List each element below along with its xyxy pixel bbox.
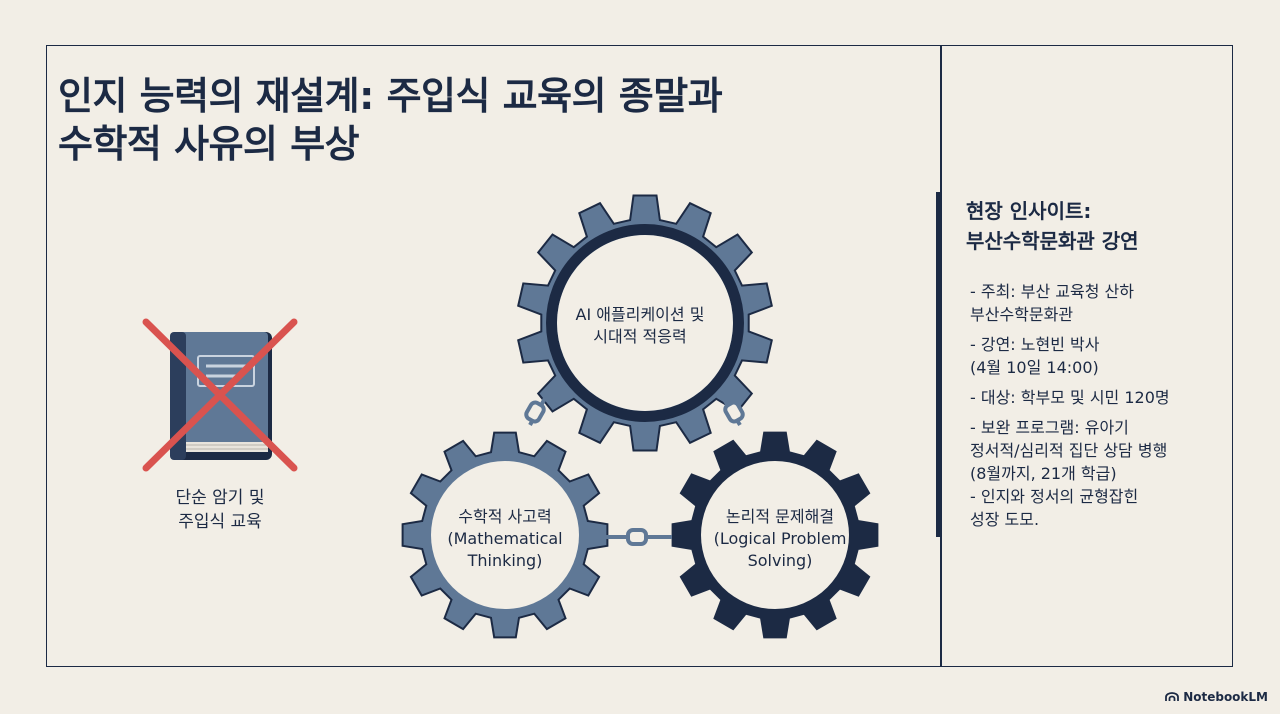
- list-item-line: (8월까지, 21개 학급): [970, 464, 1117, 483]
- gear-top-label-line-2: 시대적 적응력: [593, 327, 687, 346]
- sidebar-heading-line-1: 현장 인사이트:: [966, 199, 1092, 223]
- gear-right-label-line-2: (Logical Problem: [713, 529, 847, 548]
- list-item: - 보완 프로그램: 유아기 정서적/심리적 집단 상담 병행 (8월까지, 2…: [970, 416, 1220, 485]
- list-item-line: 성장 도모.: [970, 510, 1040, 529]
- sidebar-accent-bar: [936, 192, 942, 537]
- gear-right-center: [701, 461, 849, 609]
- sidebar-heading-line-2: 부산수학문화관 강연: [966, 229, 1139, 253]
- list-item-line: 부산수학문화관: [970, 305, 1074, 324]
- crossed-out-book-icon: [140, 318, 300, 478]
- gear-left-label-line-2: (Mathematical: [447, 529, 563, 548]
- gear-right: [671, 431, 879, 639]
- sidebar-list: - 주최: 부산 교육청 산하 부산수학문화관 - 강연: 노현빈 박사 (4월…: [970, 280, 1220, 538]
- gear-right-label: 논리적 문제해결 (Logical Problem Solving): [700, 506, 860, 572]
- slide-title: 인지 능력의 재설계: 주입식 교육의 종말과 수학적 사유의 부상: [58, 72, 918, 168]
- chain-link-top-right: [718, 391, 745, 427]
- brand-label: NotebookLM: [1183, 690, 1268, 704]
- chain-link-top-left: [524, 392, 550, 426]
- list-item-line: - 인지와 정서의 균형잡힌: [970, 487, 1139, 506]
- gear-top-ring: [546, 224, 744, 422]
- notebooklm-logo-icon: [1165, 692, 1180, 701]
- gear-top-center: [557, 235, 733, 411]
- list-item: - 대상: 학부모 및 시민 120명: [970, 386, 1220, 409]
- list-item: - 주최: 부산 교육청 산하 부산수학문화관: [970, 280, 1220, 326]
- book-caption-line-1: 단순 암기 및: [175, 488, 265, 508]
- list-item-line: (4월 10일 14:00): [970, 358, 1099, 377]
- title-line-1: 인지 능력의 재설계: 주입식 교육의 종말과: [58, 74, 723, 118]
- gear-left-label: 수학적 사고력 (Mathematical Thinking): [430, 506, 580, 572]
- chain-link-bottom: [604, 528, 672, 546]
- slide-frame: [46, 45, 1233, 667]
- gear-left-label-line-3: Thinking): [467, 551, 543, 570]
- gear-left-center: [431, 461, 579, 609]
- list-item-line: - 대상: 학부모 및 시민 120명: [970, 388, 1170, 407]
- gear-right-label-line-3: Solving): [747, 551, 813, 570]
- gear-top-label-line-1: AI 애플리케이션 및: [575, 305, 705, 324]
- gears-diagram: [390, 185, 890, 645]
- list-item: - 인지와 정서의 균형잡힌 성장 도모.: [970, 485, 1220, 531]
- gear-top-label: AI 애플리케이션 및 시대적 적응력: [555, 304, 725, 348]
- gear-left-label-line-1: 수학적 사고력: [458, 507, 552, 526]
- list-item-line: - 주최: 부산 교육청 산하: [970, 282, 1134, 301]
- sidebar-heading: 현장 인사이트: 부산수학문화관 강연: [966, 196, 1216, 256]
- list-item-line: 정서적/심리적 집단 상담 병행: [970, 441, 1168, 460]
- gear-left: [401, 431, 609, 639]
- book-caption-line-2: 주입식 교육: [178, 512, 262, 532]
- notebooklm-brand: NotebookLM: [1165, 690, 1268, 704]
- list-item-line: - 보완 프로그램: 유아기: [970, 418, 1129, 437]
- title-line-2: 수학적 사유의 부상: [58, 122, 360, 166]
- gear-right-label-line-1: 논리적 문제해결: [725, 507, 835, 526]
- book-caption: 단순 암기 및 주입식 교육: [130, 486, 310, 534]
- list-item: - 강연: 노현빈 박사 (4월 10일 14:00): [970, 333, 1220, 379]
- list-item-line: - 강연: 노현빈 박사: [970, 335, 1100, 354]
- gear-top: [517, 194, 773, 452]
